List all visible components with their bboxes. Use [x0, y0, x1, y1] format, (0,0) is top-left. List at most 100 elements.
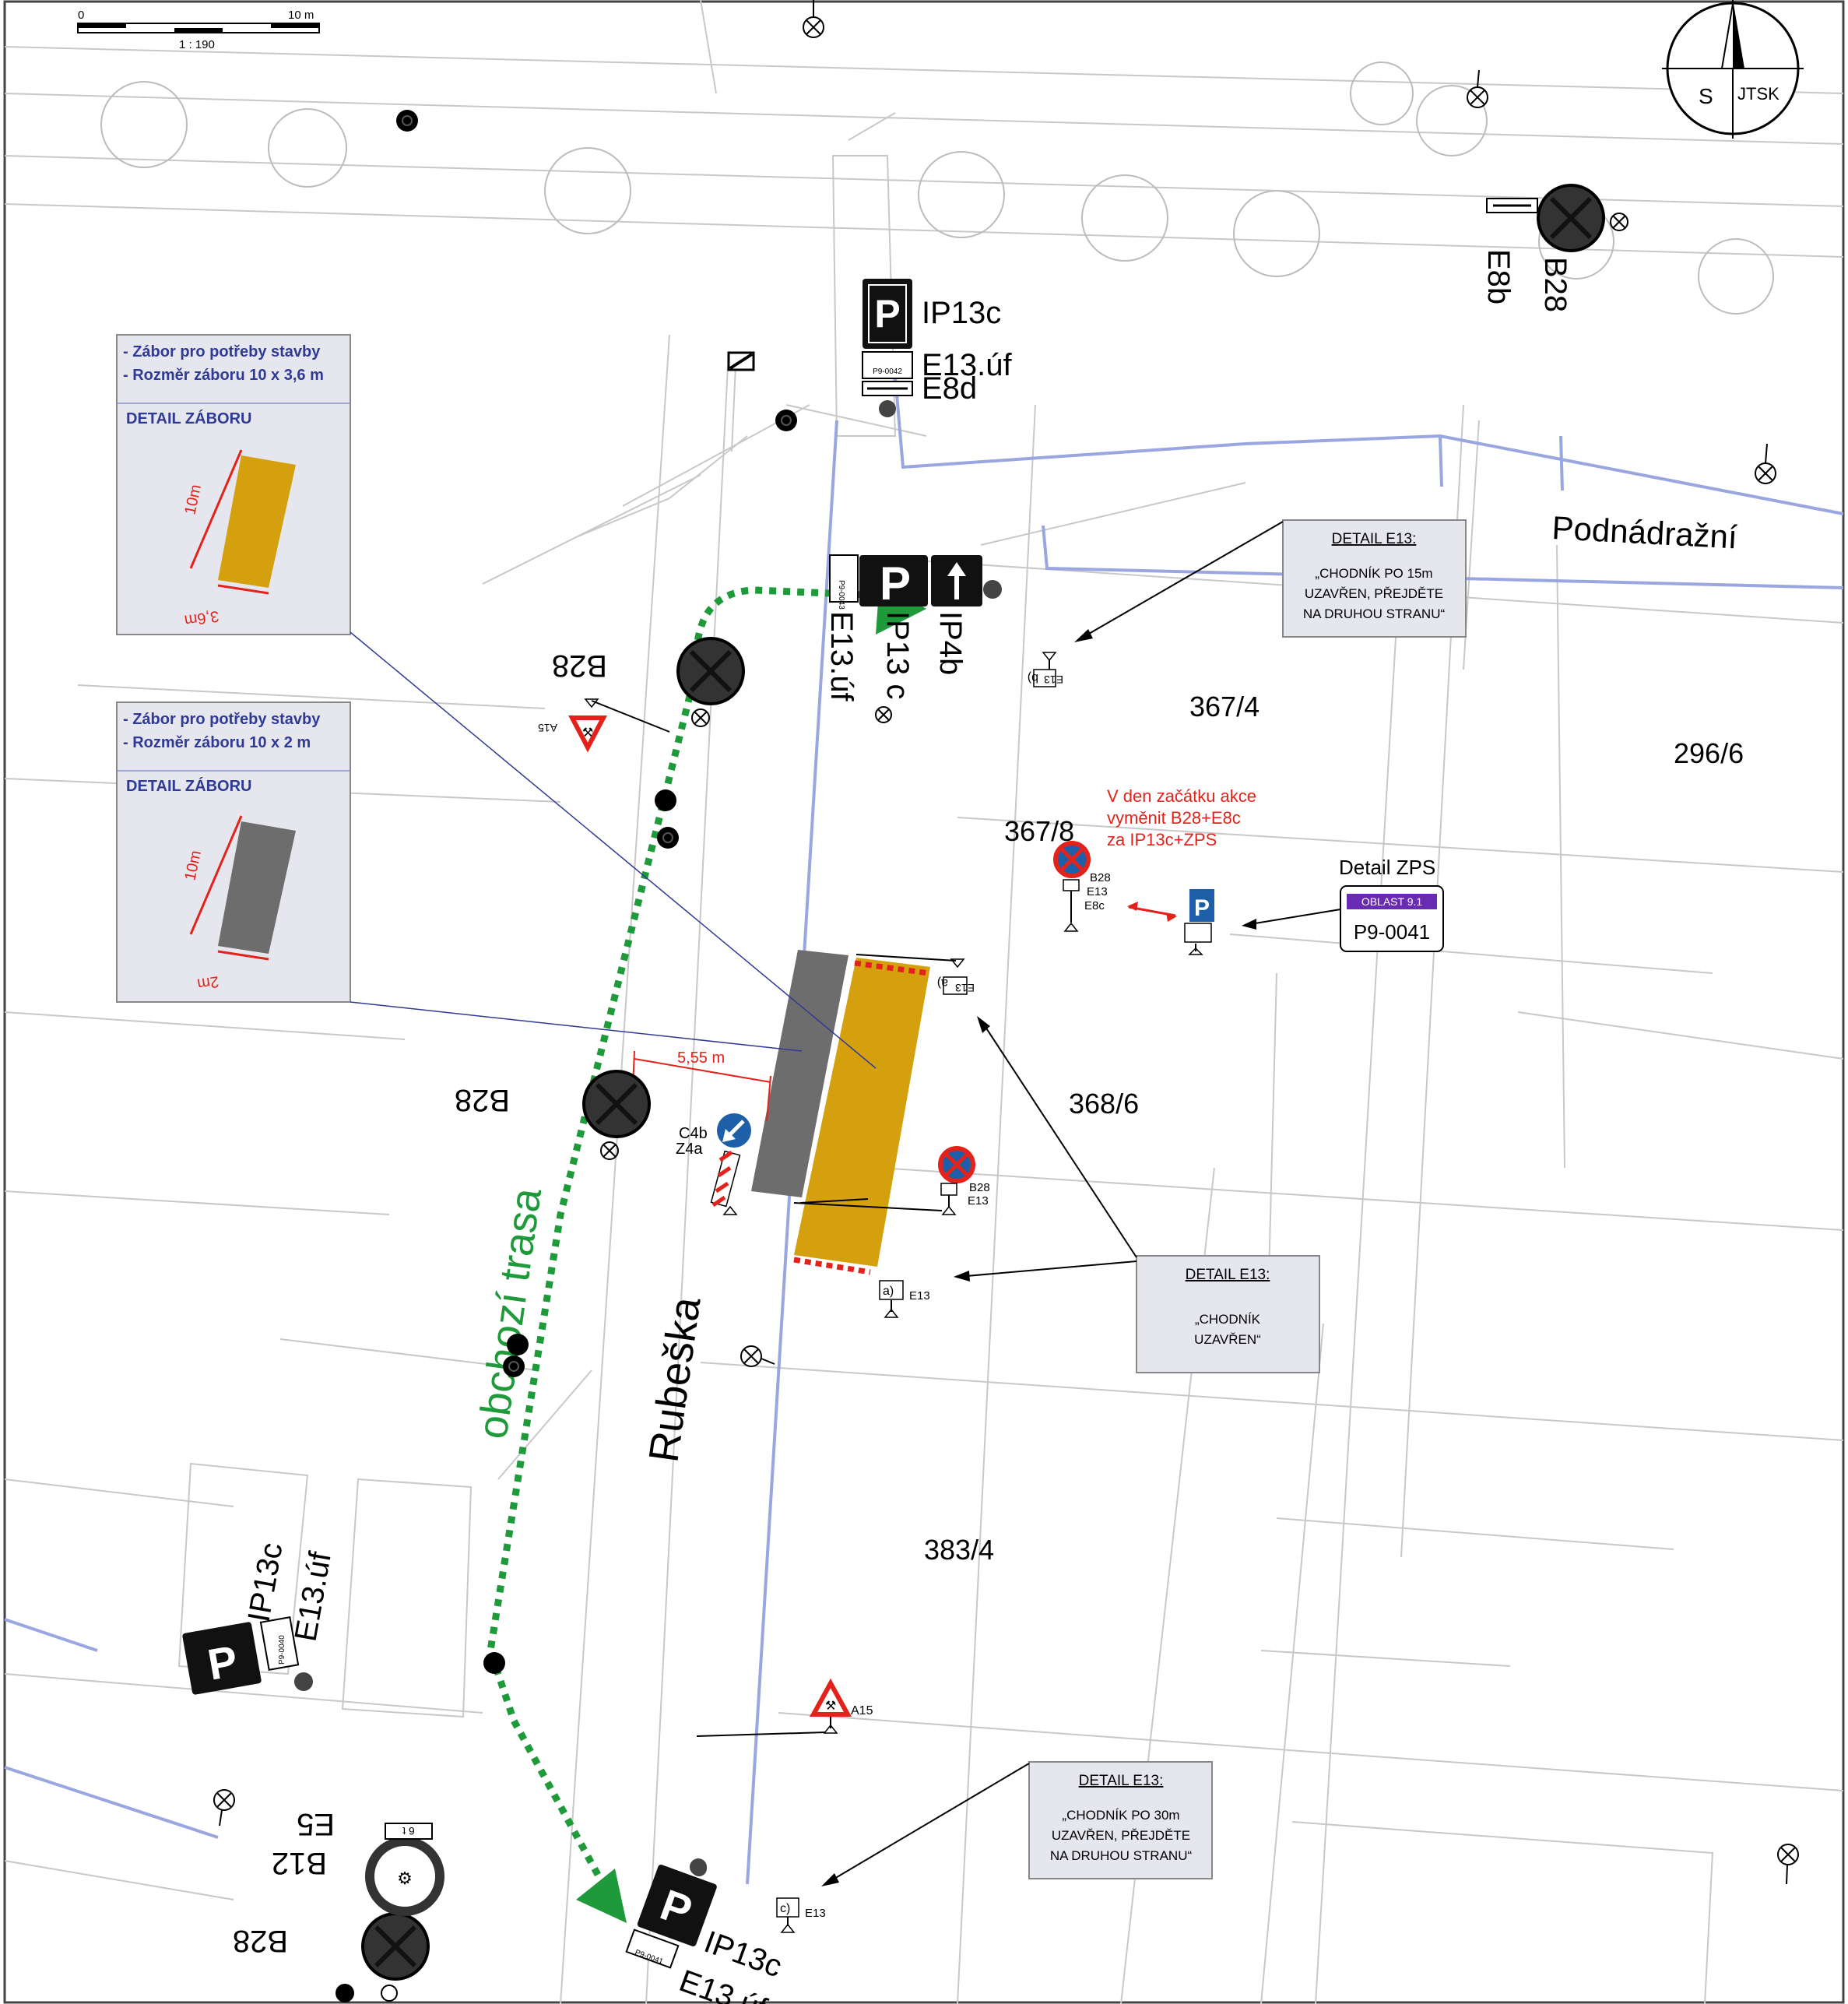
- c4b-z4a-sign: C4b Z4a: [676, 1113, 869, 1215]
- zabor-detail-panel-2: - Zábor pro potřeby stavby - Rozměr zábo…: [116, 701, 351, 1003]
- detail-e13-box-3: DETAIL E13: „CHODNÍK PO 30m UZAVŘEN, PŘE…: [821, 1761, 1213, 1886]
- barrier-top: [854, 960, 929, 976]
- panel2-leader: [350, 1001, 803, 1052]
- detail-e13-3-l1: „CHODNÍK PO 30m: [1062, 1808, 1179, 1823]
- scale-bar: 0 10 m 1 : 190: [77, 9, 320, 51]
- detail-e13-2-l2: UZAVŘEN“: [1194, 1332, 1261, 1347]
- b28-low-label: B28: [455, 1083, 510, 1117]
- detail-e13-2-title: DETAIL E13:: [1186, 1267, 1270, 1283]
- z4a-label: Z4a: [676, 1141, 703, 1158]
- e8b-label: E8b: [1481, 249, 1516, 304]
- plate-b-e13: E13: [1044, 673, 1063, 686]
- ip4b-label: IP4b: [933, 611, 968, 675]
- a15-lower-label: A15: [851, 1704, 873, 1717]
- map-frame: [3, 0, 1845, 2004]
- b12-sign: ⚙ 6 t B12 E5: [272, 1807, 444, 1916]
- dimension-5-55: 5,55 m: [631, 1049, 771, 1122]
- detail-e13-1-l2: UZAVŘEN, PŘEJDĚTE: [1305, 586, 1443, 601]
- street-lamps: [213, 0, 1799, 1885]
- b28-lower-label: B28: [969, 1181, 990, 1194]
- zabor-gray-zone: [751, 950, 848, 1197]
- a15-sign-upper: ⚒ A15: [538, 698, 670, 753]
- scale-start-label: 0: [78, 9, 84, 22]
- detail-e13-1-l3: NA DRUHOU STRANU“: [1303, 606, 1446, 621]
- e8d-label: E8d: [922, 371, 977, 406]
- b28-big-sign-low: B28: [455, 1070, 651, 1160]
- parcel-367-4: 367/4: [1189, 691, 1260, 722]
- zps-title: Detail ZPS: [1339, 856, 1435, 879]
- b28-big-sign-top: B28 E8b: [1481, 184, 1628, 312]
- manholes: [336, 110, 797, 2002]
- red-note: V den začátku akce vyměnit B28+E8c za IP…: [1107, 786, 1256, 849]
- north-letter: S: [1699, 84, 1713, 108]
- trees: [100, 62, 1774, 315]
- plate-a-top-label: a): [937, 976, 948, 990]
- red-note-l1: V den začátku akce: [1107, 786, 1256, 806]
- c4b-label: C4b: [679, 1125, 708, 1142]
- detail-e13-box-2: DETAIL E13: „CHODNÍK UZAVŘEN“: [954, 1016, 1320, 1373]
- north-system: JTSK: [1737, 84, 1779, 104]
- zabor-yellow-zone: [794, 958, 930, 1267]
- ip13c-sign-top: P P9-0042 IP13c E13.úf E8d: [862, 279, 1013, 417]
- detail-e13-3-title: DETAIL E13:: [1079, 1773, 1164, 1789]
- ip13c-ip4b-sign: P9-0043 P IP4b IP13 c E13.úf: [824, 554, 1002, 702]
- dimension-label: 5,55 m: [677, 1049, 725, 1067]
- parcel-367-8: 367/8: [1004, 815, 1074, 847]
- parcel-368-6: 368/6: [1069, 1088, 1139, 1120]
- b28-top-label: B28: [1538, 257, 1572, 312]
- barrier-bottom: [793, 1257, 871, 1275]
- zabor2-dim-w: 2m: [196, 972, 220, 993]
- detail-zps: Detail ZPS OBLAST 9.1 P9-0041 P: [1127, 856, 1444, 955]
- e13-plate-c: c) E13: [776, 1897, 826, 1933]
- b28-sign-lower: B28 E13: [793, 1146, 990, 1215]
- e13uf-mid-label: E13.úf: [824, 611, 859, 702]
- e13uf-top-label: E13.úf: [922, 348, 1013, 382]
- detour-label: obchozí trasa: [469, 1184, 550, 1441]
- zabor1-title: DETAIL ZÁBORU: [126, 410, 251, 427]
- parcel-383-4: 383/4: [924, 1534, 994, 1566]
- north-arrow: S JTSK: [1662, 0, 1804, 139]
- detail-e13-1-l1: „CHODNÍK PO 15m: [1315, 566, 1432, 581]
- zps-sign-p: P: [1194, 895, 1210, 921]
- e13-plate-a-bottom: a) E13: [879, 1280, 930, 1318]
- ip13c-mid-label: IP13 c: [880, 611, 915, 699]
- zabor2-line1: - Zábor pro potřeby stavby: [123, 711, 321, 728]
- street-rubeska: Rubeška: [640, 1293, 709, 1464]
- e13-plate-a-top: a) E13: [855, 954, 975, 995]
- scale-ratio-label: 1 : 190: [179, 38, 215, 51]
- e13-lower-label: E13: [968, 1194, 989, 1208]
- street-podnadrazni: Podnádražní: [1551, 509, 1739, 555]
- zabor1-line2: - Rozměr záboru 10 x 3,6 m: [123, 367, 324, 384]
- plate-a-bottom-label: a): [883, 1285, 894, 1298]
- plate-a-bottom-e13: E13: [909, 1289, 930, 1303]
- plate-c-label: c): [780, 1902, 790, 1915]
- zabor2-title: DETAIL ZÁBORU: [126, 777, 251, 795]
- ip13c-mid-p: P: [880, 557, 911, 610]
- detail-e13-2-l1: „CHODNÍK: [1195, 1312, 1261, 1327]
- panel1-leader: [350, 631, 877, 1069]
- a15-upper-label: A15: [538, 722, 557, 734]
- b12-label: B12: [272, 1846, 327, 1880]
- e8c-label: E8c: [1084, 899, 1105, 912]
- svg-text:⚒: ⚒: [825, 1700, 836, 1713]
- e13-plate-b: b) E13: [1028, 652, 1063, 687]
- b28-upper-label: B28: [1090, 871, 1111, 884]
- zabor1-line1: - Zábor pro potřeby stavby: [123, 343, 321, 360]
- e13uf-left-label: E13.úf: [289, 1549, 339, 1644]
- parcel-296-6: 296/6: [1674, 737, 1744, 769]
- plate-c-e13: E13: [805, 1907, 826, 1920]
- red-note-l2: vyměnit B28+E8c: [1107, 808, 1241, 828]
- bollard-symbol: [727, 351, 755, 371]
- ip13c-left-label: IP13c: [242, 1540, 290, 1624]
- detail-e13-3-l3: NA DRUHOU STRANU“: [1050, 1848, 1193, 1863]
- b28-big-sign-bottom: B28: [233, 1912, 430, 2002]
- ip13c-top-p: P: [874, 292, 900, 336]
- detail-e13-1-title: DETAIL E13:: [1332, 531, 1417, 547]
- plate-a-top-e13: E13: [955, 982, 975, 994]
- ip13c-left-code: P9-0040: [278, 1635, 286, 1665]
- e13-upper-label: E13: [1087, 885, 1108, 898]
- a15-sign-lower: ⚒ A15: [696, 1678, 873, 1737]
- zps-zone: OBLAST 9.1: [1361, 895, 1423, 908]
- b28-sign-upper: B28 E13 E8c: [1053, 841, 1111, 932]
